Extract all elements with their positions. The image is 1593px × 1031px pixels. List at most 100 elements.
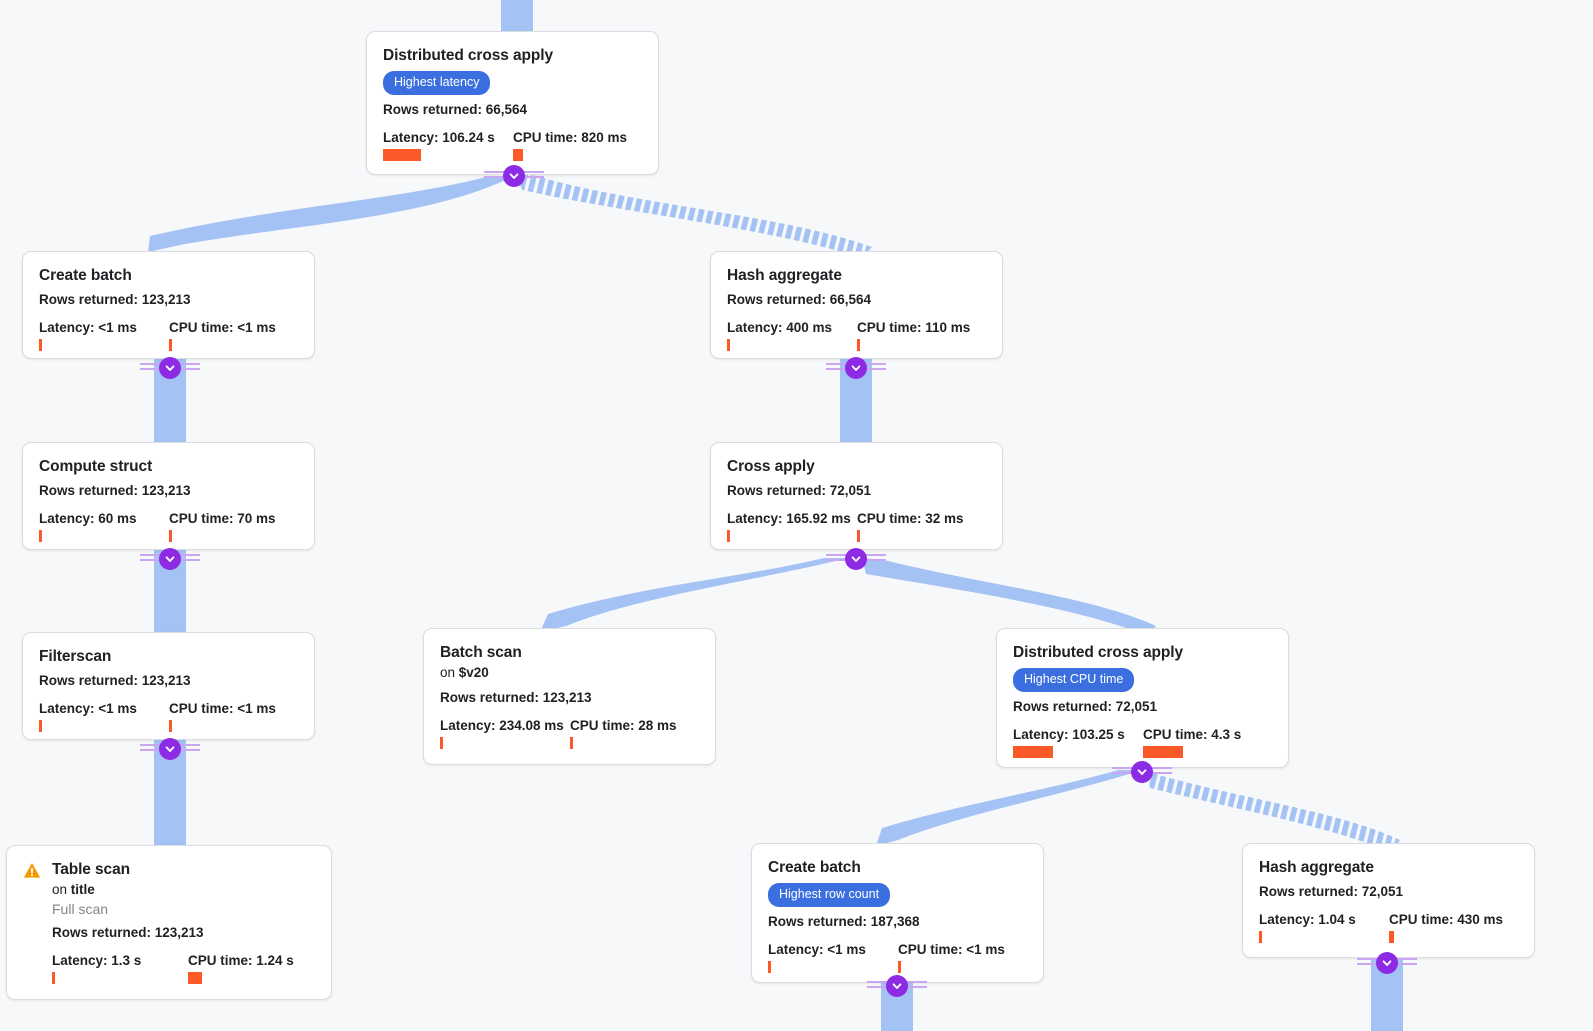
latency-label: Latency: 103.25 s (1013, 726, 1125, 742)
cpu-label: CPU time: 820 ms (513, 129, 628, 145)
node-title: Create batch (768, 859, 861, 876)
rows-returned: Rows returned: 123,213 (52, 925, 204, 941)
cpu-bar (169, 720, 172, 733)
latency-label: Latency: 1.04 s (1259, 912, 1356, 928)
collapse-rail-left (140, 744, 160, 751)
latency-metric: Latency: 1.04 s (1259, 912, 1389, 944)
latency-bar (440, 736, 443, 749)
chevron-down-icon[interactable] (1131, 761, 1153, 783)
node-title: Compute struct (39, 458, 153, 475)
cpu-label: CPU time: <1 ms (169, 320, 276, 336)
cpu-metric: CPU time: 70 ms (169, 511, 276, 543)
rows-returned: Rows returned: 66,564 (383, 101, 528, 117)
node-title: Distributed cross apply (1013, 644, 1183, 661)
edge-distributed-to-hash-aggregate (1146, 768, 1400, 852)
node-metrics: Latency: 103.25 s CPU time: 4.3 s (1013, 727, 1272, 758)
rows-returned: Rows returned: 123,213 (39, 673, 191, 689)
cpu-bar (898, 960, 901, 973)
node-title: Hash aggregate (727, 267, 842, 284)
rows-returned: Rows returned: 123,213 (39, 292, 191, 308)
chevron-down-icon[interactable] (1376, 952, 1398, 974)
chevron-down-icon[interactable] (159, 357, 181, 379)
cpu-label: CPU time: <1 ms (169, 701, 276, 717)
node-metrics: Latency: 1.04 s CPU time: 430 ms (1259, 912, 1518, 944)
latency-label: Latency: 106.24 s (383, 129, 495, 145)
collapse-rail-right (866, 363, 886, 370)
collapse-rail-right (1152, 767, 1172, 774)
latency-metric: Latency: 103.25 s (1013, 727, 1143, 758)
node-target: on title (52, 881, 315, 899)
chevron-down-icon[interactable] (845, 357, 867, 379)
node-title: Batch scan (440, 644, 522, 661)
chevron-down-icon[interactable] (159, 548, 181, 570)
cpu-bar (169, 339, 172, 352)
edge-root-to-hash-aggregate (516, 172, 872, 258)
rows-returned: Rows returned: 123,213 (39, 483, 191, 499)
cpu-bar (570, 736, 573, 749)
cpu-metric: CPU time: 110 ms (857, 320, 970, 352)
latency-label: Latency: 234.08 ms (440, 717, 564, 733)
latency-metric: Latency: 234.08 ms (440, 718, 570, 749)
collapse-rail-left (484, 171, 504, 178)
node-scan-type: Full scan (52, 900, 109, 917)
node-target-prefix: on (52, 882, 71, 898)
latency-label: Latency: 400 ms (727, 320, 833, 336)
latency-label: Latency: <1 ms (39, 701, 137, 717)
cpu-metric: CPU time: 32 ms (857, 511, 964, 543)
chevron-down-icon[interactable] (503, 165, 525, 187)
node-title: Filterscan (39, 648, 112, 665)
latency-bar (768, 960, 771, 973)
chevron-down-icon[interactable] (845, 548, 867, 570)
cpu-metric: CPU time: 430 ms (1389, 912, 1503, 944)
node-title: Cross apply (727, 458, 815, 475)
edge-cross-apply-to-batch-scan (540, 558, 848, 632)
node-metrics: Latency: <1 ms CPU time: <1 ms (39, 701, 298, 733)
chevron-down-icon[interactable] (886, 975, 908, 997)
collapse-rail-right (866, 554, 886, 561)
rows-returned: Rows returned: 72,051 (1259, 884, 1404, 900)
cpu-label: CPU time: 28 ms (570, 717, 677, 733)
cpu-metric: CPU time: <1 ms (169, 701, 276, 733)
cpu-metric: CPU time: 1.24 s (188, 953, 294, 985)
latency-bar (727, 339, 730, 352)
collapse-rail-right (180, 554, 200, 561)
latency-metric: Latency: <1 ms (39, 701, 169, 733)
node-target-prefix: on (440, 665, 459, 681)
chevron-down-icon[interactable] (159, 738, 181, 760)
latency-metric: Latency: 60 ms (39, 511, 169, 543)
cpu-metric: CPU time: 4.3 s (1143, 727, 1241, 758)
rows-returned: Rows returned: 72,051 (1013, 698, 1158, 714)
cpu-metric: CPU time: <1 ms (169, 320, 276, 352)
latency-label: Latency: <1 ms (768, 941, 866, 957)
node-metrics: Latency: 106.24 s CPU time: 820 ms (383, 130, 642, 161)
